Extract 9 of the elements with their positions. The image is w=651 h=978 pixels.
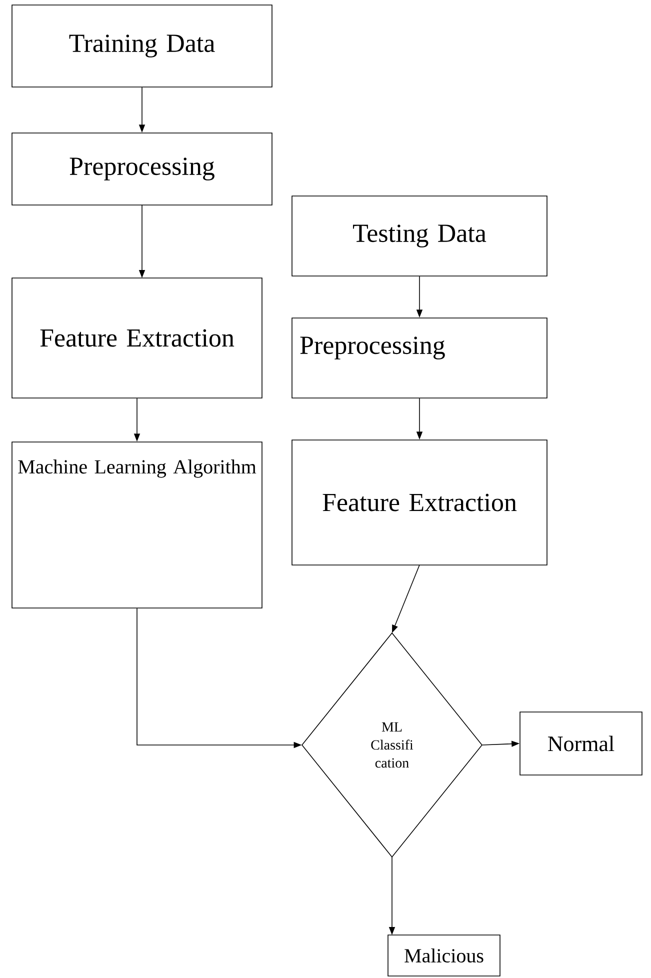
process-box: Preprocessing [12,132,272,206]
process-box: Feature Extraction [292,440,548,566]
process-box: Machine Learning Algorithm [12,442,262,608]
process-box: Malicious [388,934,500,976]
process-box: Normal [520,712,642,776]
process-box: Preprocessing [292,318,548,398]
process-box: Testing Data [292,196,548,276]
process-box: Training Data [12,4,272,88]
process-box: Feature Extraction [12,278,262,398]
